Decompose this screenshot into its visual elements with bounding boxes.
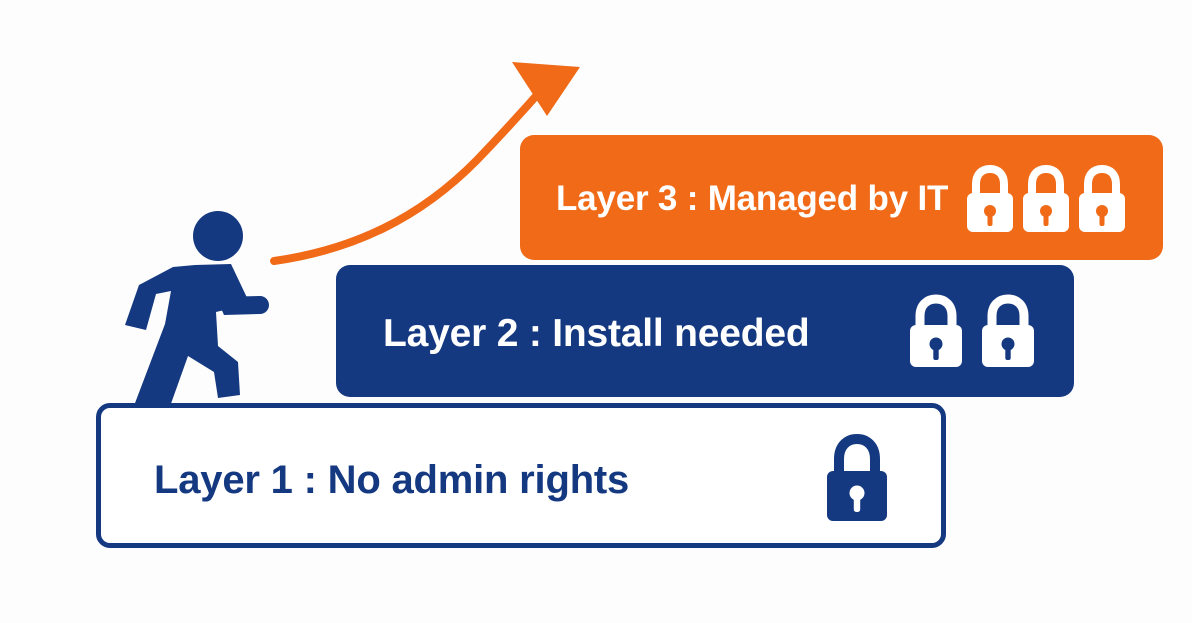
layer-1-label: Layer 1 : No admin rights: [154, 458, 630, 502]
layer-1-lock-group: [823, 432, 891, 524]
lock-icon: [827, 433, 887, 521]
layer-2-lock-group: [906, 294, 1038, 370]
layer-1-panel: Layer 1 : No admin rights: [96, 403, 946, 548]
layer-3-panel: Layer 3 : Managed by IT: [520, 135, 1163, 260]
lock-icon: [967, 164, 1013, 232]
layer-2-label: Layer 2 : Install needed: [383, 312, 810, 355]
upward-arrow-icon: [270, 62, 580, 265]
lock-icon: [982, 294, 1034, 367]
person-icon: [125, 211, 269, 412]
lock-icon: [910, 294, 962, 367]
layer-2-panel: Layer 2 : Install needed: [336, 265, 1074, 397]
layer-3-lock-group: [964, 163, 1128, 235]
lock-icon: [1023, 164, 1069, 232]
layer-3-label: Layer 3 : Managed by IT: [556, 179, 949, 218]
lock-icon: [1079, 164, 1125, 232]
